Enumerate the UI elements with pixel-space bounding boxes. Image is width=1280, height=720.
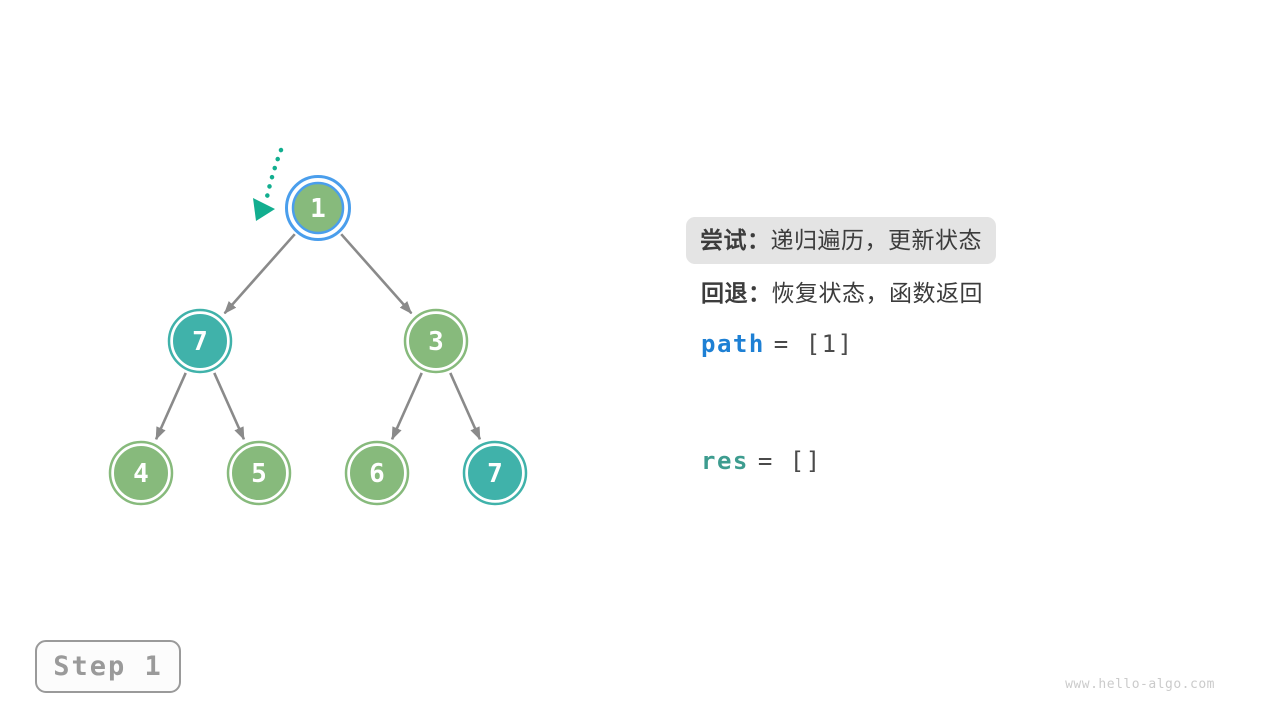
tree-edge-n1-n7l	[223, 233, 296, 315]
tree-node-1: 1	[285, 175, 351, 241]
node-outer-ring	[462, 440, 528, 506]
node-outer-ring	[167, 308, 233, 374]
tree-edge-n3-n6	[390, 372, 423, 441]
tree-node-7: 7	[462, 440, 528, 506]
node-circle	[173, 314, 227, 368]
tree-node-3: 3	[403, 308, 469, 374]
node-outer-ring	[226, 440, 292, 506]
tree-node-7: 7	[167, 308, 233, 374]
try-annotation: 尝试：递归遍历，更新状态	[686, 217, 996, 264]
node-value-label: 7	[192, 327, 208, 357]
node-circle	[409, 314, 463, 368]
pointer-arrowhead-icon	[253, 198, 275, 221]
node-outer-ring	[108, 440, 174, 506]
node-outer-ring	[344, 440, 410, 506]
tree-node-5: 5	[226, 440, 292, 506]
res-variable-name: res	[701, 447, 749, 475]
node-value-label: 5	[251, 459, 267, 489]
tree-node-6: 6	[344, 440, 410, 506]
tree-edge-n3-n7r	[449, 372, 482, 441]
back-annotation: 回退：恢复状态，函数返回	[701, 279, 983, 307]
step-badge: Step 1	[35, 640, 181, 693]
node-circle	[468, 446, 522, 500]
res-variable-value: = []	[757, 447, 822, 475]
tree-edge-n1-n3	[340, 233, 413, 315]
path-variable-name: path	[701, 330, 765, 358]
node-circle	[350, 446, 404, 500]
node-value-label: 7	[487, 459, 503, 489]
node-value-label: 3	[428, 327, 444, 357]
watermark: www.hello-algo.com	[1065, 677, 1215, 692]
back-label: 回退：	[701, 280, 772, 306]
node-circle	[114, 446, 168, 500]
node-outer-ring	[403, 308, 469, 374]
current-node-pointer-arrow	[253, 147, 284, 221]
binary-tree-diagram: 1 7 3 4 5 6 7	[108, 147, 528, 506]
res-variable-line: res = []	[701, 447, 822, 475]
try-label: 尝试：	[700, 227, 771, 253]
pointer-dotted-line	[264, 147, 284, 200]
try-text: 递归遍历，更新状态	[770, 227, 982, 253]
path-variable-value: = [1]	[773, 330, 854, 358]
tree-node-4: 4	[108, 440, 174, 506]
path-variable-line: path = [1]	[701, 330, 854, 358]
node-circle	[232, 446, 286, 500]
back-text: 恢复状态，函数返回	[771, 280, 983, 306]
node-value-label: 4	[133, 459, 149, 489]
node-value-label: 6	[369, 459, 385, 489]
node-circle	[291, 181, 345, 235]
node-highlight-ring	[285, 175, 351, 241]
node-value-label: 1	[310, 194, 326, 224]
tree-edge-n7l-n4	[154, 372, 187, 441]
tree-edge-n7l-n5	[213, 372, 246, 441]
